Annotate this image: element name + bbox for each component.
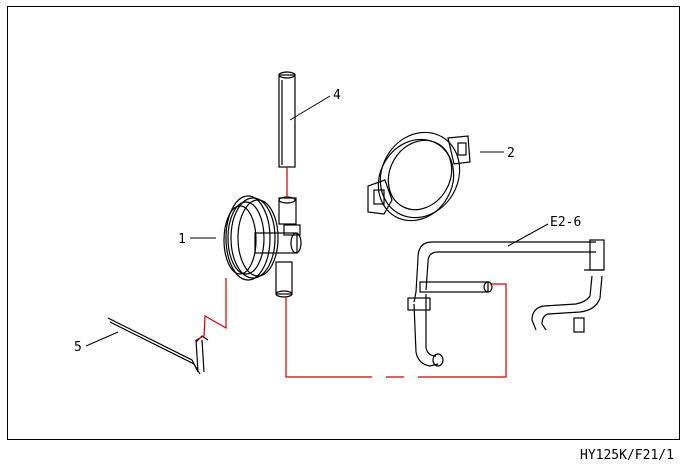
diagram-border xyxy=(7,6,680,440)
leader-lines xyxy=(85,95,549,347)
callout-part-e2-6: E2-6 xyxy=(550,215,581,230)
callout-part-5: 5 xyxy=(74,340,82,355)
part-5-rod xyxy=(107,317,209,375)
part-e2-6-pipe xyxy=(407,239,605,367)
fuel-hose-lines xyxy=(195,167,507,378)
footer-code: HY125K/F21/1 xyxy=(580,448,674,463)
part-4-tube xyxy=(278,71,296,168)
callout-part-1: 1 xyxy=(178,232,186,247)
callout-part-4: 4 xyxy=(333,88,341,103)
callout-part-2: 2 xyxy=(507,146,515,161)
part-2-clamp xyxy=(367,131,471,222)
part-1-valve xyxy=(223,195,302,298)
